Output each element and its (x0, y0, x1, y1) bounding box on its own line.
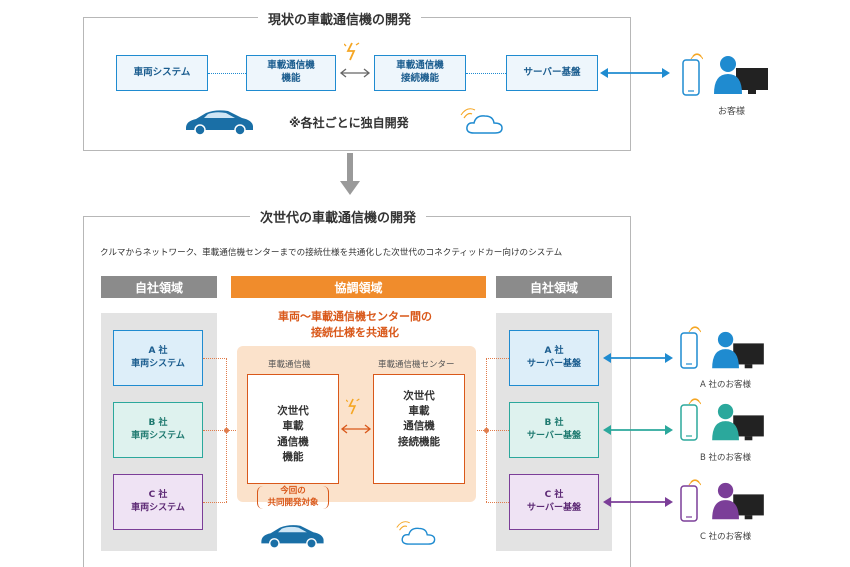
current-note: ※各社ごとに独自開発 (289, 116, 409, 130)
connector-joint (224, 428, 229, 433)
c-server-box: C 社 サーバー基盤 (509, 474, 599, 530)
a-vehicle-system-box: A 社 車両システム (113, 330, 203, 386)
a-customer-label: A 社のお客様 (700, 380, 752, 390)
connector-line (466, 73, 506, 74)
connector-line (203, 358, 227, 359)
smartphone-icon (682, 53, 703, 96)
center-label: 車載通信機センター (378, 360, 455, 370)
current-connection-function-box: 車載通信機 接続機能 (374, 55, 466, 91)
current-onboard-function-box: 車載通信機 機能 (246, 55, 336, 91)
cloud-wifi-icon (396, 521, 436, 545)
center-connection-box: 次世代 車載 通信機 接続機能 (373, 374, 465, 484)
person-icon (714, 56, 768, 94)
b-server-box: B 社 サーバー基盤 (509, 402, 599, 458)
b-customer-arrow-icon (603, 425, 673, 435)
arrow-down-icon (340, 153, 360, 195)
customer-label: お客様 (718, 107, 746, 117)
current-section-title: 現状の車載通信機の開発 (258, 9, 422, 28)
b-vehicle-system-box: B 社 車両システム (113, 402, 203, 458)
a-customer-arrow-icon (603, 353, 673, 363)
onboard-function-text: 次世代 車載 通信機 機能 (277, 405, 309, 463)
b-customer-label: B 社のお客様 (700, 453, 752, 463)
left-domain-header: 自社領域 (101, 276, 217, 298)
current-vehicle-system-box: 車両システム (116, 55, 208, 91)
headline: 車両〜車載通信機センター間の 接続仕様を共通化 (278, 310, 432, 339)
smartphone-icon (680, 398, 701, 441)
connector-line (486, 502, 509, 503)
c-customer-arrow-icon (603, 497, 673, 507)
double-arrow-icon (600, 68, 670, 78)
person-icon (712, 482, 764, 520)
joint-development-tag: 今回の 共同開発対象 (257, 486, 329, 510)
smartphone-icon (680, 479, 701, 522)
connector-line (203, 430, 227, 431)
connector-joint (484, 428, 489, 433)
next-section-title: 次世代の車載通信機の開発 (250, 207, 427, 226)
a-server-box: A 社 サーバー基盤 (509, 330, 599, 386)
lightning-icon (346, 398, 360, 415)
smartphone-icon (680, 326, 701, 369)
right-domain-header: 自社領域 (496, 276, 612, 298)
cloud-wifi-icon (460, 108, 503, 134)
person-icon (712, 403, 764, 441)
car-icon (186, 110, 253, 136)
lightning-icon (344, 42, 360, 61)
bidirectional-arrow-icon (339, 68, 371, 78)
current-server-box: サーバー基盤 (506, 55, 598, 91)
c-customer-label: C 社のお客様 (700, 532, 752, 542)
connector-line (486, 430, 509, 431)
next-description: クルマからネットワーク、車載通信機センターまでの接続仕様を共通化した次世代のコネ… (100, 248, 563, 258)
connector-line (486, 358, 509, 359)
c-vehicle-system-box: C 社 車両システム (113, 474, 203, 530)
car-icon (261, 525, 324, 549)
cooperative-domain-header: 協調領域 (231, 276, 486, 298)
connector-line (208, 73, 246, 74)
bidirectional-arrow-icon (340, 424, 372, 434)
onboard-function-box: 次世代 車載 通信機 機能 今回の 共同開発対象 (247, 374, 339, 510)
person-icon (712, 331, 764, 369)
connector-line (203, 502, 227, 503)
onboard-label: 車載通信機 (268, 360, 311, 370)
